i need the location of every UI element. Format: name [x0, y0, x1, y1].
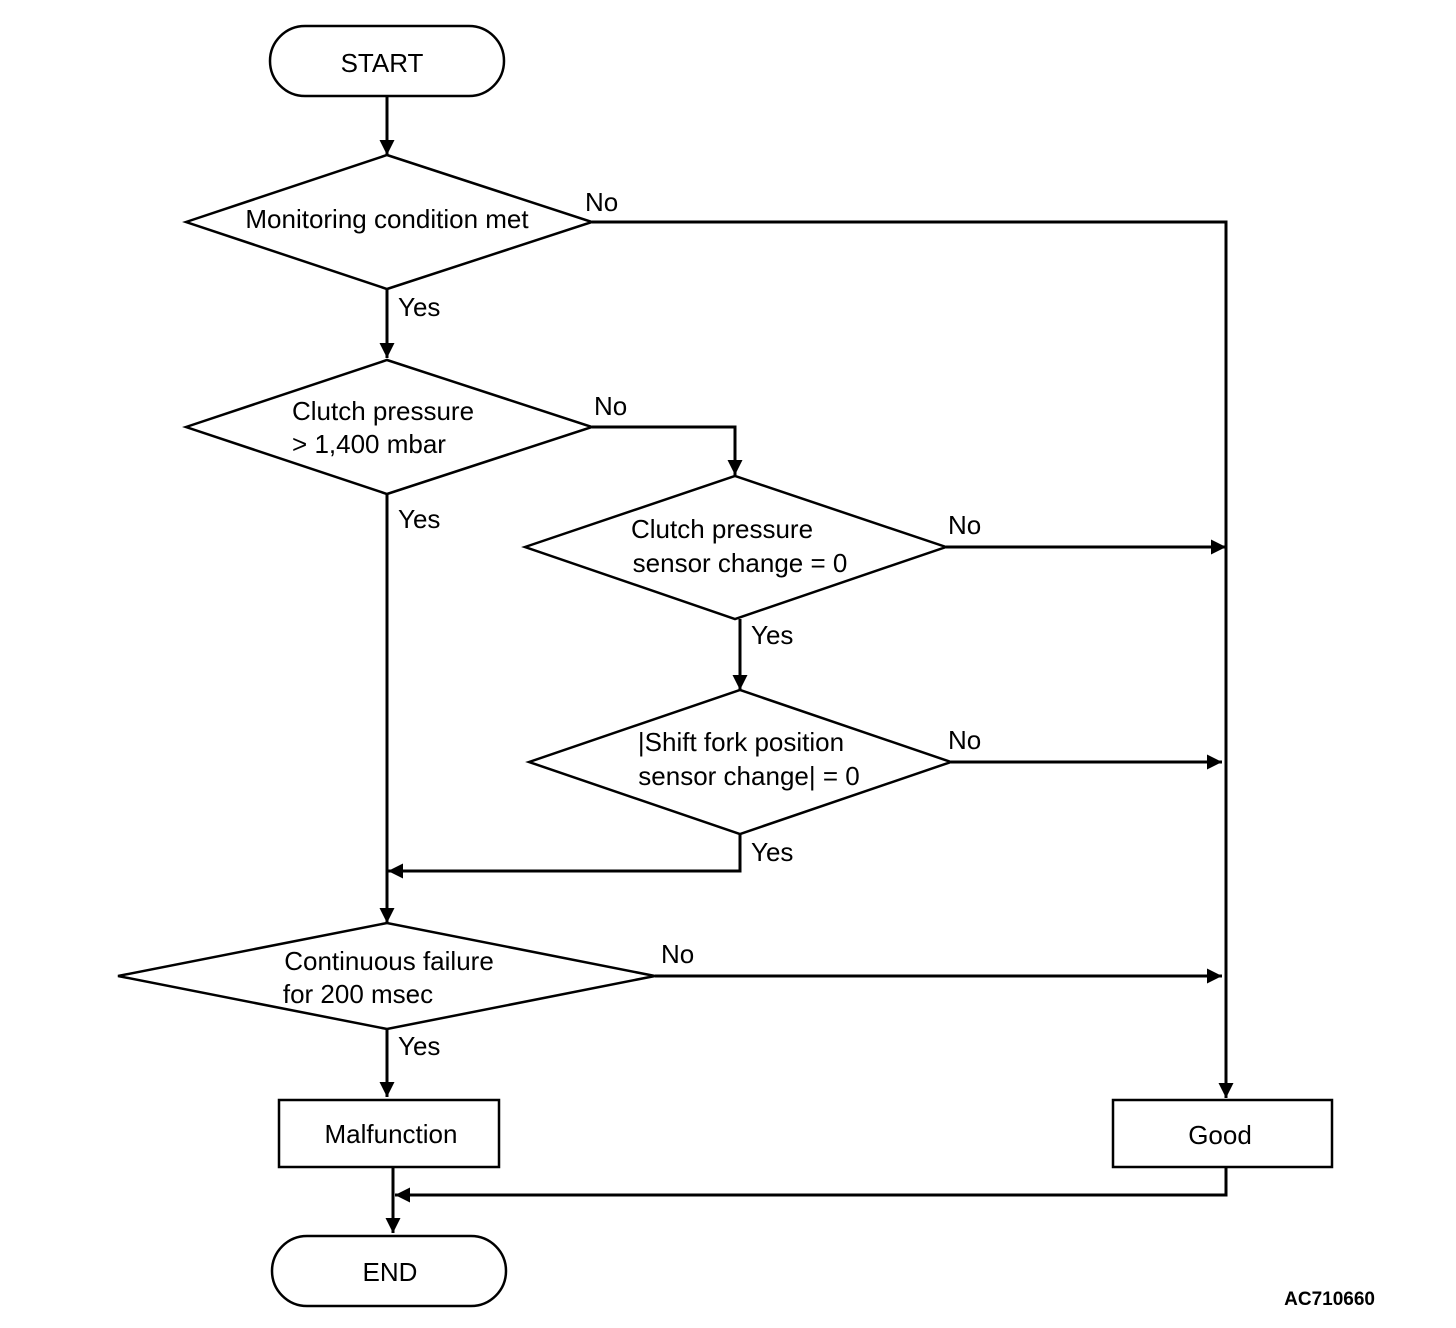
edge-shift-fork-yes: [388, 834, 742, 879]
figure-code: AC710660: [1284, 1289, 1375, 1310]
edge-clutch-pressure-yes-label: Yes: [398, 504, 440, 534]
edge-monitoring-yes-label: Yes: [398, 292, 440, 322]
edge-shift-fork-yes-label: Yes: [751, 837, 793, 867]
edge-shift-fork-no-label: No: [948, 725, 981, 755]
good-box: [1111, 1098, 1334, 1169]
end-terminator: [270, 1234, 508, 1308]
edge-good-to-end: [395, 1167, 1228, 1203]
end-label: END: [363, 1257, 418, 1287]
edge-sensor-change-yes-label: Yes: [751, 620, 793, 650]
decision-continuous-failure-label-2: for 200 msec: [283, 979, 433, 1009]
edge-monitoring-no-label: No: [585, 187, 618, 217]
edge-continuous-failure-yes-label: Yes: [398, 1031, 440, 1061]
edge-clutch-pressure-no: [592, 425, 743, 475]
decision-shift-fork-label-2: sensor change| = 0: [638, 761, 859, 791]
edge-clutch-pressure-no-label: No: [594, 391, 627, 421]
malfunction-label: Malfunction: [325, 1119, 458, 1149]
decision-clutch-pressure: [182, 358, 597, 496]
decision-monitoring-label: Monitoring condition met: [245, 204, 529, 234]
edge-continuous-failure-no-label: No: [661, 939, 694, 969]
good-label: Good: [1188, 1120, 1252, 1150]
decision-sensor-change-label-1: Clutch pressure: [631, 514, 813, 544]
decision-continuous-failure: [117, 921, 656, 1031]
decision-sensor-change-label-2: sensor change = 0: [633, 548, 848, 578]
decision-continuous-failure-label-1: Continuous failure: [284, 946, 494, 976]
edge-monitoring-no: [592, 220, 1234, 1098]
decision-shift-fork-label-1: |Shift fork position: [638, 727, 844, 757]
start-label: START: [341, 48, 424, 78]
decision-clutch-pressure-label-1: Clutch pressure: [292, 396, 474, 426]
decision-clutch-pressure-label-2: > 1,400 mbar: [292, 429, 446, 459]
malfunction-box: [277, 1098, 501, 1169]
edge-sensor-change-no-label: No: [948, 510, 981, 540]
